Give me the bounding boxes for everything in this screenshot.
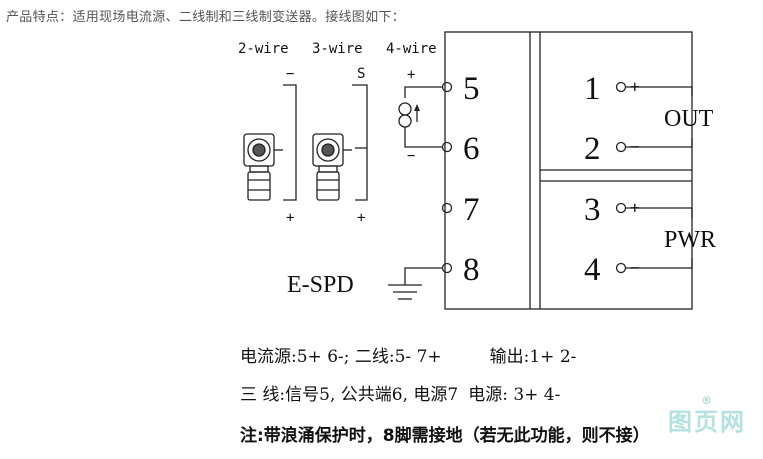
sign-2wire-minus: − <box>286 66 294 82</box>
terminal-8-label: 8 <box>463 252 480 288</box>
note-line-3: 注:带浪涌保护时，8脚需接地（若无此功能，则不接） <box>240 426 650 446</box>
sign-3wire-plus: + <box>357 210 365 226</box>
watermark-text: 图页网 <box>668 408 746 436</box>
label-3wire: 3-wire <box>312 41 363 57</box>
sign-out-plus: + <box>630 77 640 96</box>
terminal-4-circle <box>615 262 627 274</box>
terminal-6-circle <box>441 141 453 153</box>
note-line-1-b: 输出:1+ 2- <box>489 347 577 367</box>
sign-2wire-plus: + <box>286 210 294 226</box>
pwr-label: PWR <box>664 227 716 253</box>
note-line-2: 三 线:信号5, 公共端6, 电源7 电源: 3+ 4- <box>240 380 560 405</box>
sign-4wire-plus: + <box>407 67 415 83</box>
terminal-1-label: 1 <box>584 71 601 107</box>
sign-4wire-minus: − <box>407 148 415 164</box>
watermark-logo: 图页网 ® <box>668 394 748 442</box>
terminal-2-circle <box>615 141 627 153</box>
terminal-5-circle <box>441 81 453 93</box>
terminal-5-label: 5 <box>463 71 480 107</box>
sign-pwr-plus: + <box>630 198 640 217</box>
terminal-6-label: 6 <box>463 131 480 167</box>
terminal-7-circle <box>441 202 453 214</box>
espd-label: E-SPD <box>287 272 354 298</box>
label-4wire: 4-wire <box>386 41 437 57</box>
current-arrow-icon <box>414 104 420 111</box>
note-line-1-a: 电流源:5+ 6-; 二线:5- 7+ <box>240 347 442 367</box>
terminal-3-label: 3 <box>584 192 601 228</box>
terminal-1-circle <box>615 81 627 93</box>
note-line-2-a: 三 线:信号5, 公共端6, 电源7 <box>240 385 459 405</box>
intro-text: 产品特点：适用现场电流源、二线制和三线制变送器。接线图如下： <box>6 10 406 25</box>
label-2wire: 2-wire <box>238 41 289 57</box>
terminal-2-label: 2 <box>584 131 601 167</box>
sign-pwr-minus: − <box>630 258 640 277</box>
terminal-4-label: 4 <box>584 252 601 288</box>
terminal-3-circle <box>615 202 627 214</box>
watermark-registered-icon: ® <box>701 394 714 407</box>
transmitter-2wire-icon <box>243 133 283 201</box>
transmitter-3wire-icon <box>312 133 352 201</box>
note-line-1: 电流源:5+ 6-; 二线:5- 7+ 输出:1+ 2- <box>240 342 576 367</box>
sign-out-minus: − <box>630 137 640 156</box>
terminal-8-circle <box>441 262 453 274</box>
out-label: OUT <box>664 106 714 132</box>
terminal-7-label: 7 <box>463 192 480 228</box>
note-line-2-b: 电源: 3+ 4- <box>468 385 561 405</box>
sign-3wire-s: S <box>357 66 365 82</box>
